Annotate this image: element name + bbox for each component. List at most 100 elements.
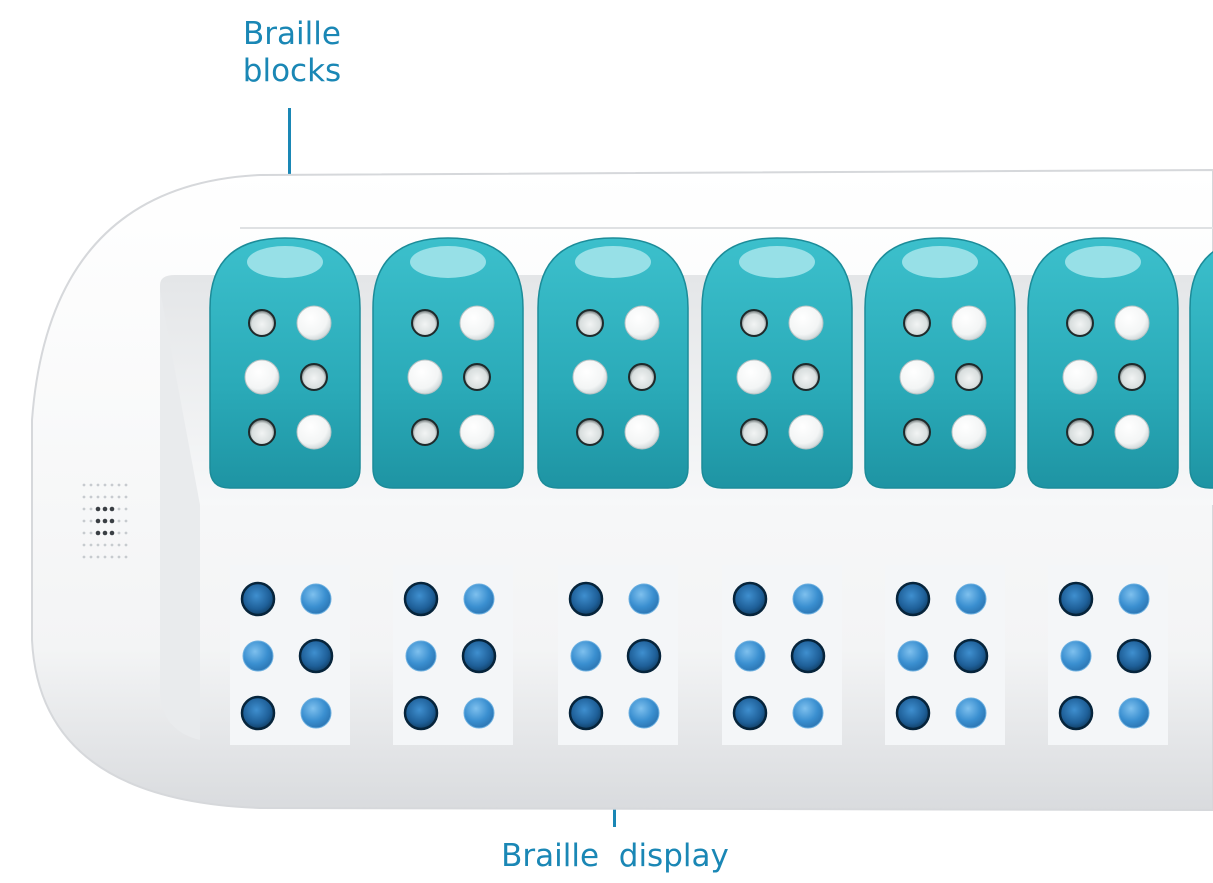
speaker-hole: [103, 507, 108, 512]
display-pin-raised: [628, 640, 660, 672]
speaker-hole: [125, 556, 128, 559]
speaker-hole: [111, 544, 114, 547]
display-pin-flat: [406, 641, 436, 671]
braille-display-cell: [885, 565, 1005, 745]
braille-block[interactable]: [1028, 238, 1178, 488]
speaker-hole: [104, 544, 107, 547]
braille-block[interactable]: [865, 238, 1015, 488]
display-pin-flat: [1119, 698, 1149, 728]
block-dot-raised: [900, 360, 934, 394]
braille-block-highlight: [247, 246, 323, 278]
speaker-hole: [125, 520, 128, 523]
speaker-hole: [110, 519, 115, 524]
block-dot-flat: [577, 419, 603, 445]
speaker-hole: [104, 484, 107, 487]
display-pin-flat: [956, 584, 986, 614]
display-pin-raised: [242, 697, 274, 729]
speaker-hole: [118, 556, 121, 559]
display-pin-flat: [571, 641, 601, 671]
speaker-hole: [103, 531, 108, 536]
block-dot-raised: [460, 306, 494, 340]
braille-display-cell: [393, 565, 513, 745]
speaker-hole: [125, 532, 128, 535]
block-dot-flat: [1067, 419, 1093, 445]
block-dot-flat: [577, 310, 603, 336]
speaker-hole: [83, 484, 86, 487]
display-pin-flat: [1061, 641, 1091, 671]
braille-block-highlight: [739, 246, 815, 278]
display-pin-raised: [955, 640, 987, 672]
speaker-hole: [90, 508, 93, 511]
braille-display-cell: [230, 565, 350, 745]
block-dot-flat: [904, 419, 930, 445]
block-dot-flat: [464, 364, 490, 390]
braille-block[interactable]: [702, 238, 852, 488]
braille-block-highlight: [902, 246, 978, 278]
speaker-hole: [90, 532, 93, 535]
speaker-hole: [125, 544, 128, 547]
speaker-hole: [83, 508, 86, 511]
speaker-hole: [118, 508, 121, 511]
speaker-hole: [83, 544, 86, 547]
block-dot-flat: [956, 364, 982, 390]
display-pin-raised: [734, 583, 766, 615]
display-pin-raised: [792, 640, 824, 672]
speaker-hole: [96, 531, 101, 536]
display-pin-flat: [629, 698, 659, 728]
display-pin-raised: [897, 583, 929, 615]
block-dot-raised: [460, 415, 494, 449]
display-pin-raised: [570, 583, 602, 615]
display-pin-raised: [1060, 583, 1092, 615]
block-dot-raised: [737, 360, 771, 394]
display-pin-flat: [464, 584, 494, 614]
display-pin-flat: [898, 641, 928, 671]
speaker-hole: [83, 532, 86, 535]
block-dot-raised: [297, 415, 331, 449]
speaker-hole: [90, 544, 93, 547]
block-dot-flat: [412, 310, 438, 336]
speaker-hole: [97, 496, 100, 499]
block-dot-flat: [412, 419, 438, 445]
braille-block[interactable]: [373, 238, 523, 488]
display-pin-raised: [463, 640, 495, 672]
speaker-hole: [96, 507, 101, 512]
block-dot-raised: [1115, 415, 1149, 449]
block-dot-flat: [629, 364, 655, 390]
block-dot-flat: [301, 364, 327, 390]
braille-display-cell: [558, 565, 678, 745]
speaker-hole: [125, 508, 128, 511]
block-dot-flat: [741, 419, 767, 445]
speaker-hole: [103, 519, 108, 524]
block-dot-flat: [1067, 310, 1093, 336]
speaker-hole: [118, 532, 121, 535]
speaker-hole: [118, 484, 121, 487]
speaker-hole: [83, 520, 86, 523]
braille-display-cell: [1048, 565, 1168, 745]
block-dot-raised: [952, 415, 986, 449]
block-dot-flat: [1119, 364, 1145, 390]
speaker-hole: [83, 556, 86, 559]
braille-block[interactable]: [210, 238, 360, 488]
display-pin-flat: [1119, 584, 1149, 614]
braille-block-highlight: [575, 246, 651, 278]
block-dot-raised: [789, 306, 823, 340]
speaker-hole: [110, 507, 115, 512]
braille-block[interactable]: [538, 238, 688, 488]
block-dot-raised: [625, 415, 659, 449]
speaker-hole: [111, 556, 114, 559]
display-pin-flat: [301, 584, 331, 614]
speaker-hole: [97, 484, 100, 487]
speaker-hole: [90, 556, 93, 559]
speaker-hole: [97, 544, 100, 547]
block-dot-raised: [952, 306, 986, 340]
speaker-hole: [125, 484, 128, 487]
display-pin-raised: [405, 583, 437, 615]
block-dot-raised: [1115, 306, 1149, 340]
speaker-hole: [111, 484, 114, 487]
speaker-hole: [104, 496, 107, 499]
display-pin-flat: [464, 698, 494, 728]
speaker-hole: [118, 496, 121, 499]
display-pin-flat: [793, 698, 823, 728]
display-pin-flat: [956, 698, 986, 728]
